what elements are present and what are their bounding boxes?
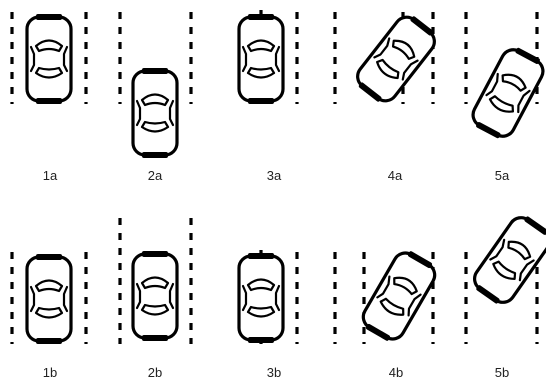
panel-5b: 5b (466, 211, 546, 379)
panel-label: 3b (267, 365, 281, 379)
panel-label: 4b (389, 365, 403, 379)
panel-2a: 2a (120, 12, 191, 183)
panel-1a: 1a (12, 12, 86, 183)
car-icon (351, 10, 441, 108)
panel-2b: 2b (120, 218, 191, 379)
panel-3b: 3b (239, 250, 297, 379)
car-icon (133, 251, 177, 341)
car-icon (27, 14, 71, 104)
car-icon (467, 43, 546, 143)
panel-4b: 4b (335, 246, 441, 379)
panel-label: 4a (388, 168, 403, 183)
car-icon (133, 68, 177, 158)
car-icon (468, 211, 546, 310)
panel-label: 1b (43, 365, 57, 379)
car-icon (239, 14, 283, 104)
panel-label: 5a (495, 168, 510, 183)
car-icon (27, 254, 71, 344)
panel-label: 2a (148, 168, 163, 183)
panel-label: 3a (267, 168, 282, 183)
panel-5a: 5a (466, 12, 546, 183)
panel-3a: 3a (239, 10, 297, 183)
panel-4a: 4a (335, 10, 441, 183)
panel-label: 2b (148, 365, 162, 379)
car-icon (239, 253, 283, 343)
panel-1b: 1b (12, 252, 86, 379)
panel-label: 1a (43, 168, 58, 183)
panel-label: 5b (495, 365, 509, 379)
car-icon (357, 246, 440, 346)
